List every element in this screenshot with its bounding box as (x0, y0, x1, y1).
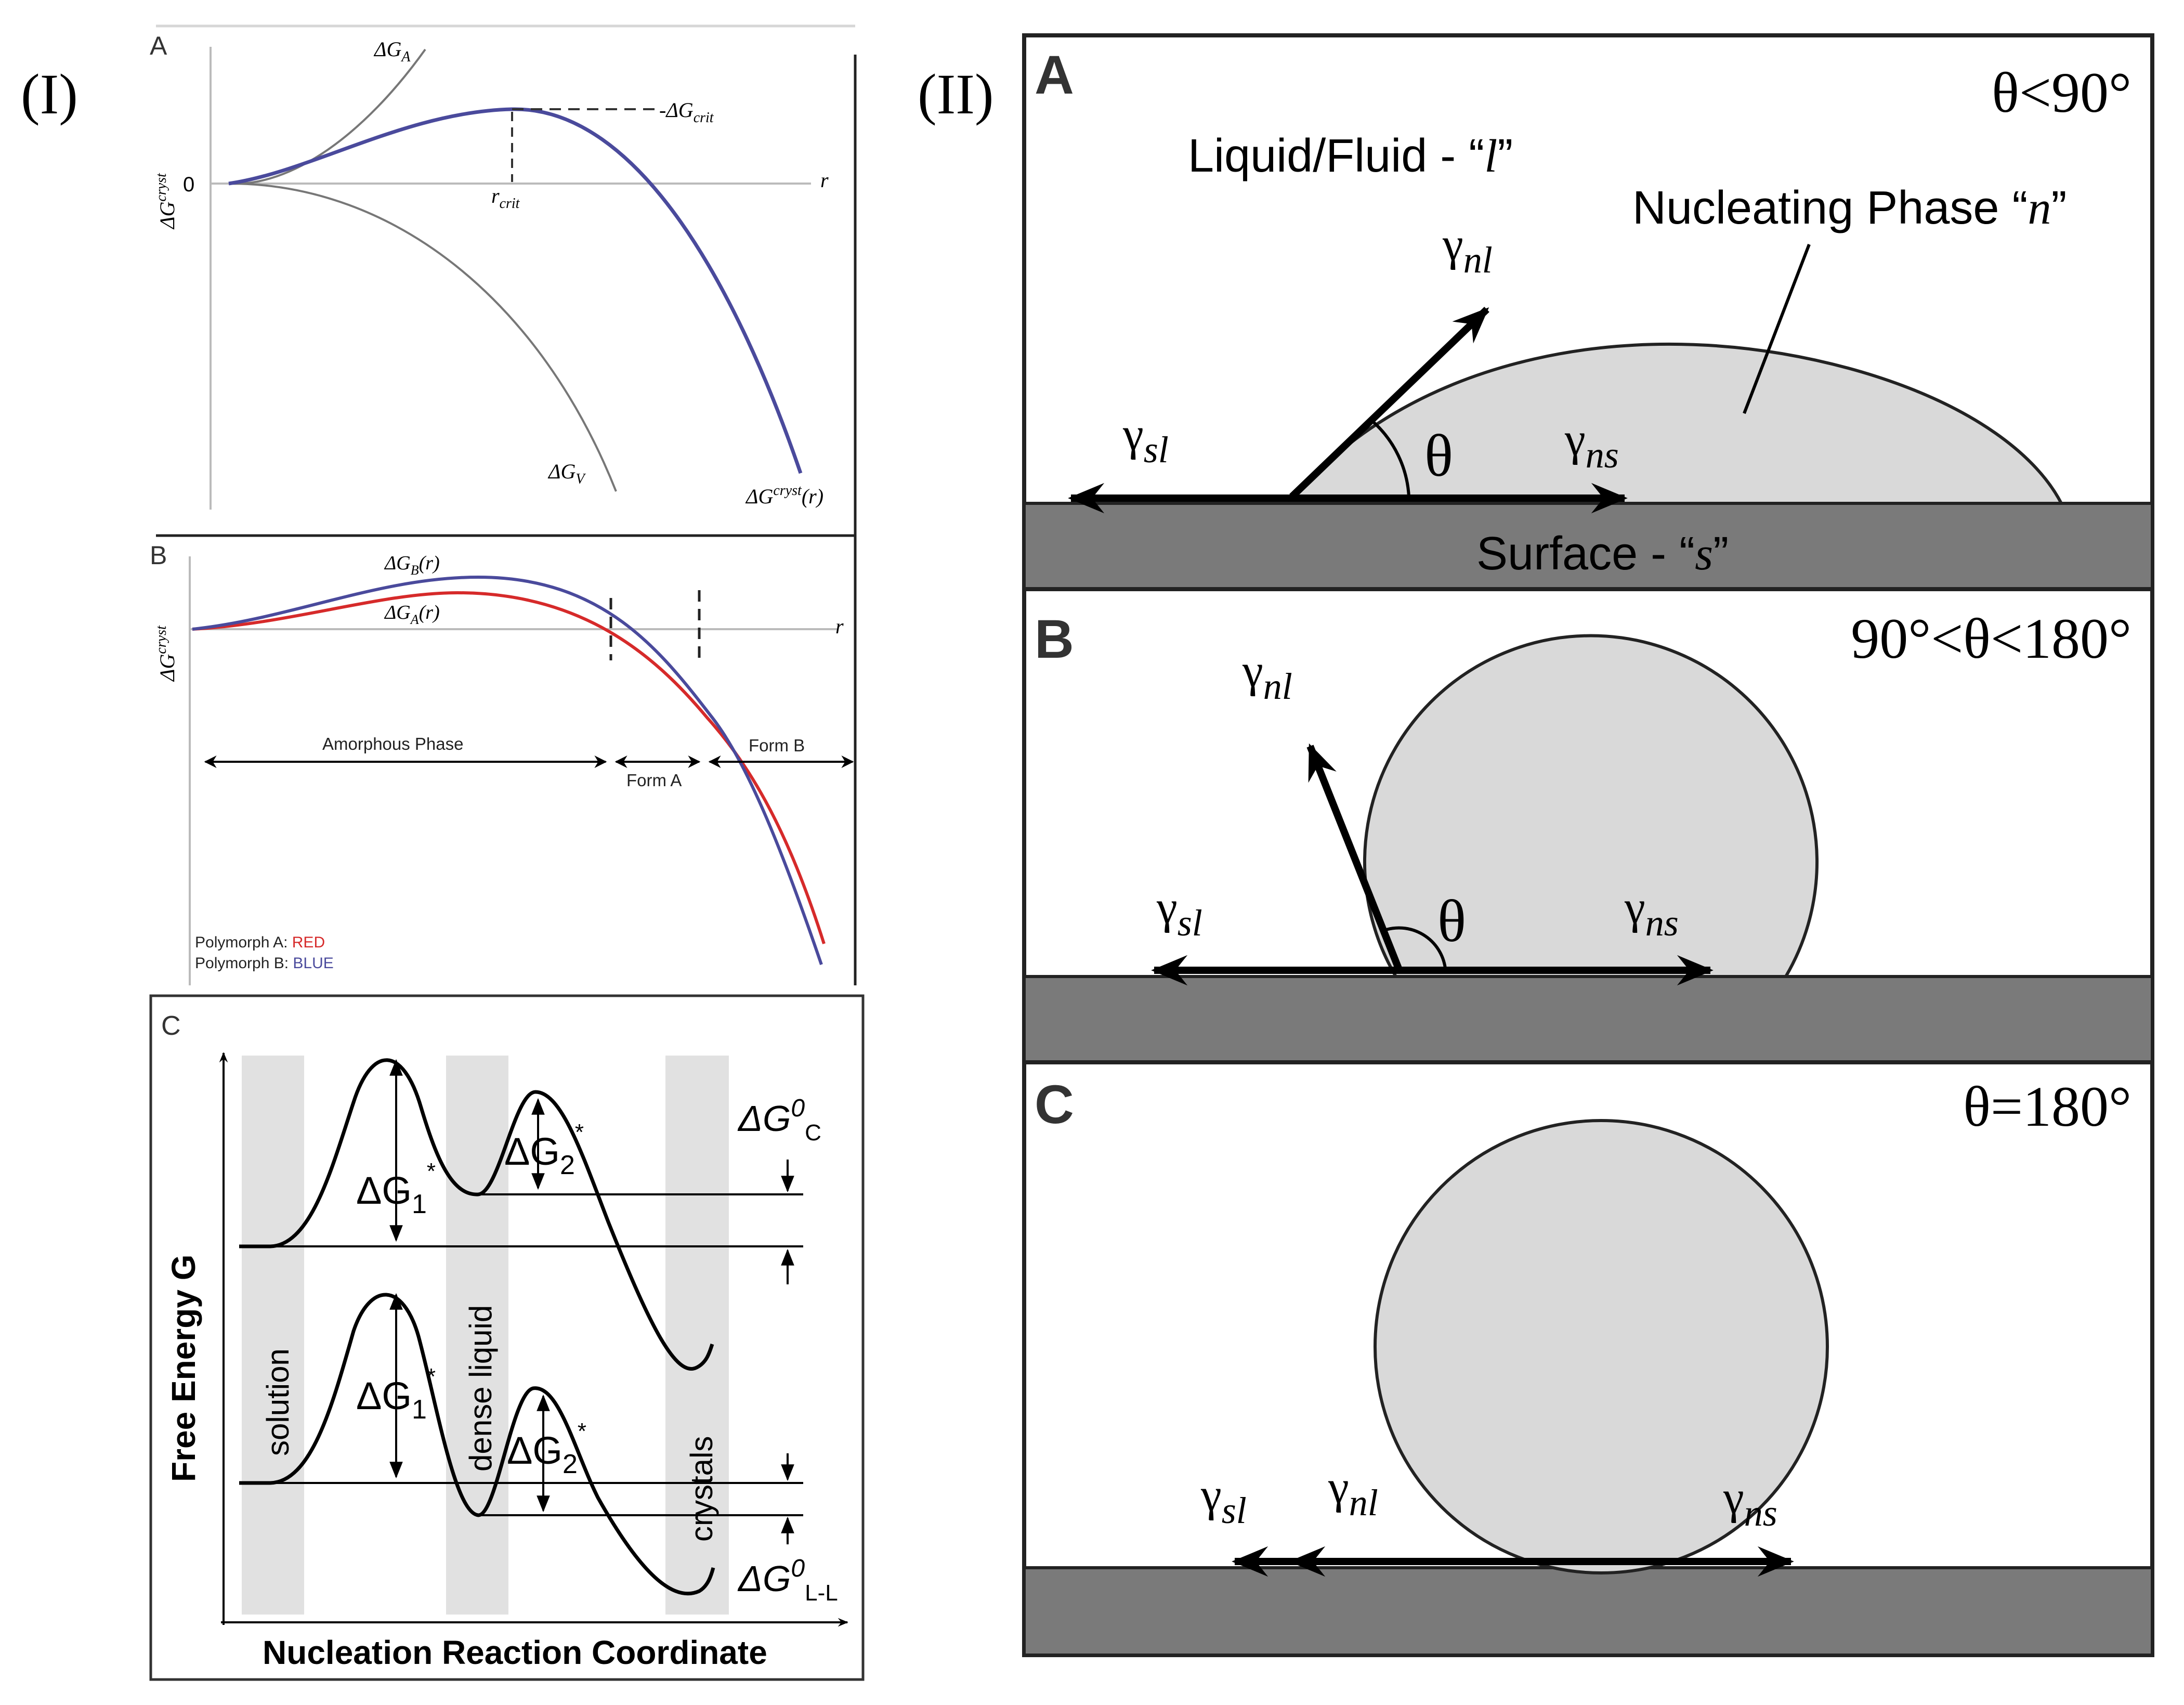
panel-II-C-surface (1023, 1566, 2154, 1657)
panel-II-A-surface-label: Surface - “s” (1476, 528, 1729, 580)
panel-II-B-surface (1023, 975, 2154, 1064)
panel-I-A-y-label: ΔGcryst (153, 173, 179, 230)
panel-I-C-band-crystals (665, 1056, 729, 1615)
panel-I-C-y-label: Free Energy G (165, 1255, 202, 1482)
panel-II-A-nucleating-leader (1743, 243, 1811, 414)
panel-I-C-solution-label: solution (260, 1348, 295, 1456)
panel-II-A-liquid-label: Liquid/Fluid - “l” (1188, 130, 1513, 182)
panel-II-B-gamma-ns: γns (1624, 882, 1679, 944)
panel-I-C-dG1-lower: ΔG1* (356, 1364, 436, 1425)
panel-I-A-dGV-label: ΔGV (547, 460, 586, 487)
panel-I-C-dense-liquid-label: dense liquid (463, 1305, 498, 1472)
panel-II-C-angle: θ=180° (1963, 1075, 2131, 1138)
panel-I-C-dG0ll-label: ΔG0L-L (737, 1555, 838, 1606)
panel-I-C-upper-curve (239, 1058, 714, 1371)
panel-I-C-dG2-lower: ΔG2* (507, 1418, 586, 1479)
panel-I-C-band-solution (242, 1056, 304, 1615)
panel-II-A-gamma-nl: γnl (1442, 219, 1493, 281)
part-label-II: (II) (918, 62, 994, 126)
panel-I-A-dGcrit-label: -ΔGcrit (659, 98, 714, 126)
panel-II-A: A θ<90° Liquid/Fluid - “l” Nucleating Ph… (1022, 33, 2154, 591)
panel-II-B-gamma-sl: γsl (1156, 882, 1202, 944)
panel-I-C-dG1-upper: ΔG1* (356, 1159, 436, 1219)
panel-II-B-droplet (1363, 634, 1819, 978)
panel-I-B-legend-b: Polymorph B: BLUE (195, 955, 334, 972)
panel-I-A-volume-curve (228, 183, 617, 492)
panel-I-B-y-label: ΔGcryst (153, 625, 179, 682)
panel-II-C-droplet (1374, 1119, 1829, 1574)
panel-II-A-nucleating-label: Nucleating Phase “n” (1632, 182, 2067, 234)
panel-I-A-letter: A (150, 31, 167, 60)
panel-I-B-red-curve (192, 591, 826, 944)
panel-II-B-angle: 90°<θ<180° (1851, 607, 2131, 670)
panel-I-A-total-label: ΔGcryst(r) (745, 483, 823, 508)
panel-II-C-letter: C (1035, 1074, 1074, 1135)
panel-II-B: B 90°<θ<180° θ γsl γnl γns (1022, 587, 2154, 1064)
panel-I-B-amorphous-label: Amorphous Phase (322, 734, 464, 753)
panel-I-A-dGA-label: ΔGA (373, 37, 411, 65)
panel-I-B-dGB-label: ΔGB(r) (384, 552, 440, 578)
panel-II-A-gamma-sl: γsl (1122, 409, 1169, 471)
panel-I-A-zero: 0 (183, 173, 194, 196)
panel-I-A-surface-curve (228, 48, 426, 185)
panel-I-C-letter: C (161, 1011, 181, 1041)
panel-II-C: C θ=180° γsl γnl γns (1022, 1060, 2154, 1657)
panel-II-A-letter: A (1035, 45, 1074, 106)
panel-II-B-theta-arc (1382, 926, 1447, 969)
panel-I-C-dG2-upper: ΔG2* (504, 1120, 584, 1180)
panel-II-A-gamma-ns: γns (1564, 414, 1619, 476)
panel-I-B-formB-label: Form B (749, 736, 805, 755)
panel-II-A-gamma-nl-arrow (1289, 306, 1489, 500)
panel-II-A-theta: θ (1424, 423, 1453, 489)
part-label-I: (I) (21, 62, 78, 126)
panel-II-C-gamma-nl: γnl (1328, 1462, 1378, 1524)
panel-I-A-x-label: r (820, 168, 829, 192)
panel-II-C-gamma-ns: γns (1723, 1472, 1777, 1534)
panel-II-B-theta: θ (1437, 888, 1466, 954)
panel-I-C-crystals-label: crystals (684, 1436, 719, 1542)
panel-I-B-letter: B (150, 541, 167, 570)
panel-I-B: B r ΔGcryst ΔGB(r) ΔGA(r) Amorphous Phas… (150, 534, 857, 985)
panel-II-A-angle: θ<90° (1992, 61, 2131, 124)
panel-II-A-surface (1023, 502, 2154, 591)
panel-I-A-rcrit-label: rcrit (491, 184, 520, 212)
panel-I-B-formA-label: Form A (626, 771, 682, 790)
panel-I-B-dGA-label: ΔGA(r) (384, 602, 440, 627)
panel-II-C-gamma-sl: γsl (1200, 1469, 1247, 1531)
panel-I-A: A 0 r ΔGcryst ΔGA -ΔGcrit rcrit ΔGV ΔGcr… (150, 24, 857, 536)
panel-I-C-x-label: Nucleation Reaction Coordinate (263, 1634, 767, 1671)
panel-I-B-x-label: r (835, 615, 844, 638)
panel-I-A-total-curve (228, 107, 803, 474)
panel-I-B-blue-curve (192, 575, 823, 965)
panel-II-B-gamma-nl: γnl (1242, 645, 1292, 707)
panel-II-B-letter: B (1035, 609, 1074, 670)
panel-I-B-legend-a: Polymorph A: RED (195, 934, 325, 951)
panel-I-C: C ΔG1* ΔG2* ΔG1* ΔG2* ΔG0C ΔG0L-L s (149, 994, 865, 1681)
panel-II-A-theta-arc (1371, 420, 1410, 497)
panel-I-C-lower-curve (239, 1293, 715, 1596)
panel-I-C-dG0c-label: ΔG0C (737, 1095, 821, 1146)
panel-I-C-band-dense (446, 1056, 508, 1615)
